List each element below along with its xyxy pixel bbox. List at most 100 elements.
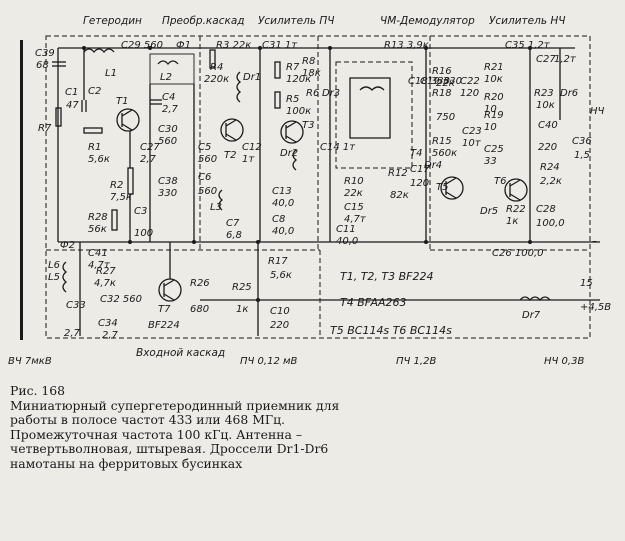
label-L3: L3 bbox=[210, 202, 222, 213]
header-if-amp: Усилитель ПЧ bbox=[258, 15, 334, 27]
label-C26: C26 100,0 bbox=[492, 248, 544, 259]
label-C12: C12 bbox=[242, 142, 262, 153]
value-C27: 2,7 bbox=[140, 154, 157, 165]
label-R3: R3 22к bbox=[216, 40, 251, 51]
label-C28: C28 bbox=[536, 204, 556, 215]
label-C40: C40 bbox=[538, 120, 558, 131]
value-R20: 10 bbox=[484, 104, 497, 115]
label-Ph2: Ф2 bbox=[60, 240, 75, 251]
label-R10: R10 bbox=[344, 176, 364, 187]
transistor-note-t56: T5 BC114s T6 BC114s bbox=[330, 324, 452, 337]
label-if-level: ПЧ 0,12 мВ bbox=[240, 356, 298, 367]
label-C4: C4 bbox=[162, 92, 175, 103]
value-R10: 22к bbox=[344, 188, 363, 199]
value-R19: 10 bbox=[484, 122, 497, 133]
label-C14: C14 1т bbox=[320, 142, 356, 153]
value-R2: 7,5к bbox=[110, 192, 132, 203]
value-C17: 120 bbox=[410, 178, 429, 189]
transistor-T5 bbox=[440, 176, 464, 200]
transistor-note-t4: T4 BFAA263 bbox=[340, 296, 407, 309]
label-R1: R1 bbox=[88, 142, 101, 153]
header-heterodyne: Гетеродин bbox=[83, 15, 142, 27]
label-Dr5: Dr5 bbox=[480, 206, 498, 217]
heterodyne-stage: C39 68 L1 C1 47 C2 R7 T1 R1 5,6к R2 7,5к… bbox=[35, 48, 140, 242]
label-T7: T7 bbox=[158, 304, 171, 315]
caption-body: Миниатюрный супергетеродинный приемник д… bbox=[10, 397, 340, 471]
value-C8: 40,0 bbox=[272, 226, 294, 237]
transistor-note-t123: T1, T2, T3 BF224 bbox=[340, 270, 434, 283]
label-T7-type: BF224 bbox=[148, 320, 180, 331]
caption-title: Рис. 168 bbox=[10, 383, 66, 398]
label-T6: T6 bbox=[494, 176, 506, 187]
label-R7: R7 bbox=[286, 62, 300, 73]
value-C34: 2,7 bbox=[102, 330, 119, 341]
label-C5: C5 bbox=[198, 142, 211, 153]
transistor-T1 bbox=[116, 108, 140, 132]
label-R16: R16 bbox=[432, 66, 452, 77]
label-af-level: НЧ 0,3В bbox=[544, 356, 584, 367]
transistor-T2 bbox=[220, 118, 244, 142]
label-C30: C30 bbox=[158, 124, 178, 135]
label-L6: L6 bbox=[48, 260, 60, 271]
label-C32: C32 560 bbox=[100, 294, 142, 305]
value-R4: 220к bbox=[204, 74, 229, 85]
label-C19: C19 330 bbox=[420, 76, 462, 87]
label-R19: R19 bbox=[484, 110, 504, 121]
label-R5: R5 bbox=[286, 94, 299, 105]
label-R23: R23 bbox=[534, 88, 554, 99]
label-terminal-15: 15 bbox=[580, 278, 593, 289]
value-C13: 40,0 bbox=[272, 198, 294, 209]
label-R13: R13 3,9к bbox=[384, 40, 429, 51]
value-C11: 40,0 bbox=[336, 236, 358, 247]
label-C10: C10 bbox=[270, 306, 290, 317]
value-R1: 5,6к bbox=[88, 154, 110, 165]
label-C15: C15 bbox=[344, 202, 364, 213]
input-stage: Ф2 L6 L5 C41 4,7т R27 4,7к C32 560 C33 2… bbox=[48, 240, 292, 341]
label-Ph1: Ф1 bbox=[176, 40, 191, 51]
label-R21: R21 bbox=[484, 62, 504, 73]
transistor-T6 bbox=[504, 178, 528, 202]
value-C6: 560 bbox=[198, 186, 217, 197]
value-R22: 1к bbox=[506, 216, 518, 227]
label-C31: C31 1т bbox=[262, 40, 298, 51]
label-R6: R6 bbox=[306, 88, 319, 99]
label-C6: C6 bbox=[198, 172, 211, 183]
value-C39: 68 bbox=[36, 60, 49, 71]
mixer-stage: C29 560 Ф1 L2 C4 2,7 C30 560 C27 2,7 C38… bbox=[121, 40, 217, 242]
label-R24: R24 bbox=[540, 162, 560, 173]
value-C33: 2,7 bbox=[64, 328, 81, 339]
label-R12: R12 bbox=[388, 168, 408, 179]
label-Dr1: Dr1 bbox=[243, 72, 261, 83]
label-C25: C25 bbox=[484, 144, 504, 155]
label-C22: C22 bbox=[460, 76, 480, 87]
label-R27: R27 bbox=[96, 266, 116, 277]
label-C3: C3 bbox=[134, 206, 147, 217]
value-C41: 4,7т bbox=[88, 260, 111, 271]
value-R5: 100к bbox=[286, 106, 311, 117]
label-Dr2: Dr2 bbox=[280, 148, 298, 159]
value-C5: 560 bbox=[198, 154, 217, 165]
label-R18: R18 bbox=[432, 88, 452, 99]
label-C1: C1 bbox=[65, 87, 78, 98]
value-C4: 2,7 bbox=[162, 104, 179, 115]
label-rf-input: ВЧ 7мкВ bbox=[8, 356, 52, 367]
figure-caption: Рис. 168 Миниатюрный супергетеродинный п… bbox=[10, 383, 340, 472]
label-R2: R2 bbox=[110, 180, 123, 191]
label-C33: C33 bbox=[66, 300, 86, 311]
value-R28: 56к bbox=[88, 224, 107, 235]
value-C1: 47 bbox=[66, 100, 79, 111]
label-C34: C34 bbox=[98, 318, 118, 329]
value-C38: 330 bbox=[158, 188, 177, 199]
label-Dr3: Dr3 bbox=[322, 88, 340, 99]
header-af-amp: Усилитель НЧ bbox=[489, 15, 565, 27]
label-R8: R8 bbox=[302, 56, 315, 67]
label-Dr4: Dr4 bbox=[424, 160, 442, 171]
board-outline bbox=[45, 35, 591, 339]
label-C39: C39 bbox=[35, 48, 55, 59]
value-C7: 6,8 bbox=[226, 230, 242, 241]
value-R15: 560к bbox=[432, 148, 457, 159]
value-R25: 1к bbox=[236, 304, 248, 315]
label-T2: T2 bbox=[224, 150, 236, 161]
header-input-stage: Входной каскад bbox=[136, 347, 225, 359]
label-R22: R22 bbox=[506, 204, 526, 215]
